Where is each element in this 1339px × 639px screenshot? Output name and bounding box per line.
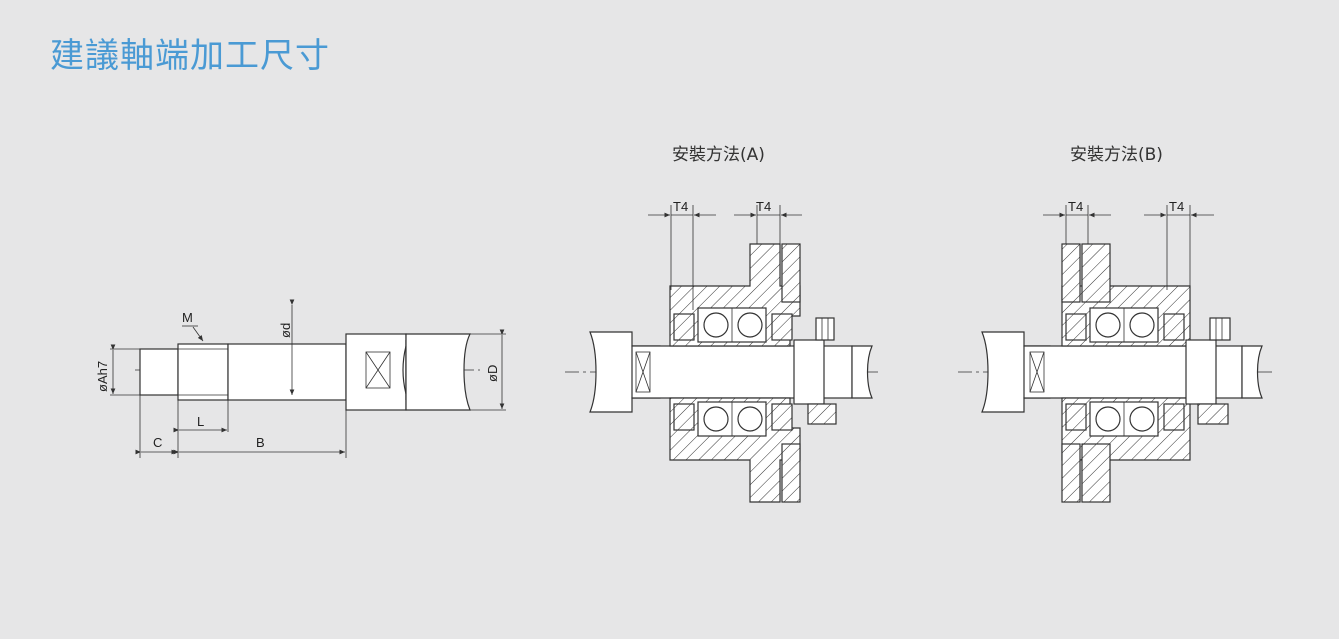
label-B: B	[256, 435, 265, 450]
caption-method-b: 安裝方法(B)	[1070, 145, 1163, 165]
label-t4-a-left: T4	[673, 199, 688, 214]
label-oAh7: øAh7	[95, 361, 110, 392]
label-C: C	[153, 435, 162, 450]
assembly-method-a: T4 T4	[565, 199, 878, 503]
label-t4-b-left: T4	[1068, 199, 1083, 214]
label-oD: øD	[485, 365, 500, 382]
page-title: 建議軸端加工尺寸	[50, 36, 330, 76]
label-t4-b-right: T4	[1169, 199, 1184, 214]
label-M: M	[182, 310, 193, 325]
label-od: ød	[278, 323, 293, 338]
label-t4-a-right: T4	[756, 199, 771, 214]
assembly-method-b: T4 T4	[958, 199, 1272, 503]
shaft-end-drawing: ød øAh7 øD M L C B	[95, 299, 506, 458]
label-L: L	[197, 414, 204, 429]
caption-method-a: 安裝方法(A)	[672, 145, 765, 165]
